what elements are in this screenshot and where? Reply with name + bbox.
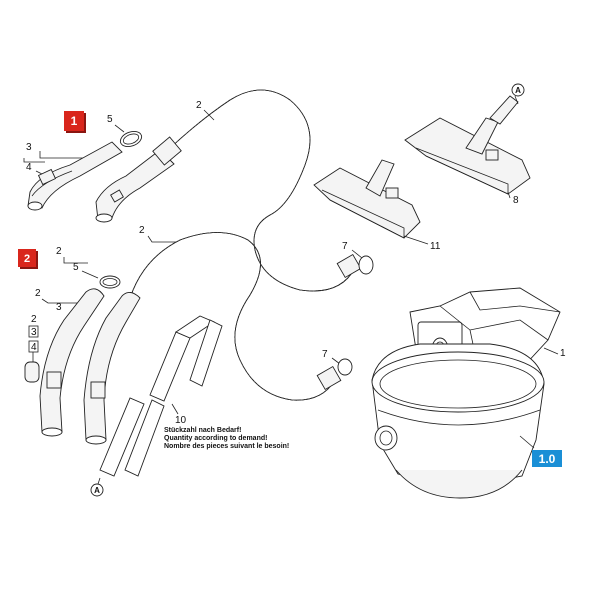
- o-ring: [119, 130, 143, 148]
- callout-2: 2: [196, 100, 202, 111]
- leader-line: [23, 158, 45, 163]
- callout-3: 3: [26, 142, 32, 153]
- kit1-badge: 1: [64, 111, 86, 133]
- callout-7-lower: 7: [322, 349, 328, 360]
- container: 1.0: [371, 343, 562, 499]
- callout-5: 5: [107, 114, 113, 125]
- floor-nozzle-large: 8 A: [404, 83, 531, 206]
- leader-line: [39, 151, 100, 159]
- callout-1-bag: 1: [560, 348, 566, 359]
- callout-2-mid: 2: [139, 225, 145, 236]
- ref-A-bottom: A: [94, 486, 100, 495]
- extension-tubes: 10 Stückzahl nach Bedarf! Quantity accor…: [90, 315, 289, 497]
- kit2-group: 2 2 5 2 3 2 3 4: [18, 246, 141, 445]
- suction-hose-mid: 2 7: [127, 225, 353, 401]
- note-line-fr: Nombre des pieces suivant le besoin!: [164, 443, 289, 450]
- kit2-badge-label: 2: [24, 253, 30, 265]
- handle-tube-kit2-right: [83, 292, 141, 445]
- callout-2-kit2b: 2: [35, 288, 41, 299]
- callout-4-boxed: 4: [31, 342, 37, 353]
- inlet-socket: [374, 425, 398, 451]
- callout-2-kit2: 2: [56, 246, 62, 257]
- callout-10: 10: [175, 415, 187, 426]
- o-ring: [99, 275, 121, 289]
- seal-ring: [358, 255, 374, 275]
- kit1-group: 1 3 4 5: [23, 111, 175, 223]
- handle-tube-kit1: [27, 141, 123, 211]
- callout-8: 8: [513, 195, 519, 206]
- kit1-badge-label: 1: [71, 114, 78, 128]
- handle-tube-kit2-left: [39, 288, 105, 437]
- leader-line: [114, 124, 125, 133]
- slide-clip: [37, 168, 57, 186]
- seal-ring: [337, 358, 353, 376]
- callout-3-boxed: 3: [31, 327, 37, 338]
- ref-A-top: A: [515, 86, 521, 95]
- callout-7-upper: 7: [342, 241, 348, 252]
- note-line-en: Quantity according to demand!: [164, 435, 267, 442]
- floor-nozzle-small: 11: [313, 159, 441, 252]
- container-badge-label: 1.0: [539, 452, 556, 466]
- suction-hose-top: 2 7: [152, 89, 374, 292]
- callout-11: 11: [430, 241, 441, 252]
- reference-marker: [511, 83, 525, 97]
- callout-2-boxed-top: 2: [31, 314, 37, 325]
- callout-4: 4: [26, 162, 32, 173]
- reference-marker: [90, 483, 104, 497]
- slide-clip: [24, 361, 40, 383]
- callout-3-kit2: 3: [56, 302, 62, 313]
- note-line-de: Stückzahl nach Bedarf!: [164, 427, 241, 434]
- callout-5-kit2: 5: [73, 262, 79, 273]
